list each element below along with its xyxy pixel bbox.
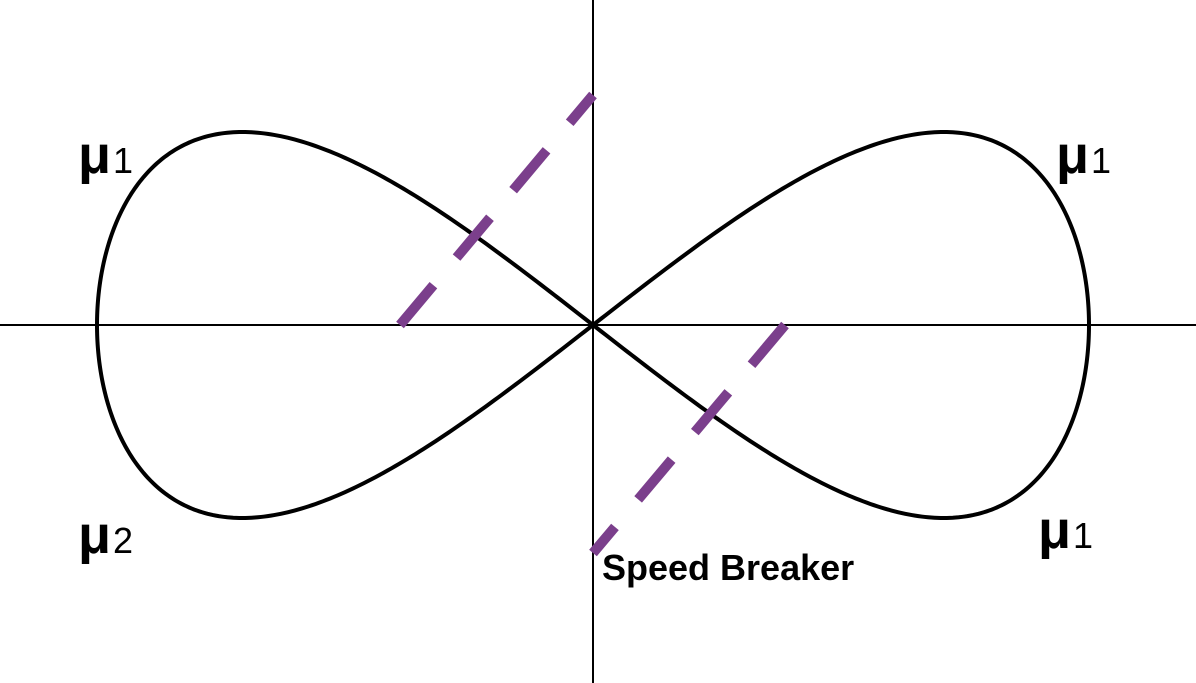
speed-breaker-line-right: [589, 321, 789, 557]
mu-label-bottom-right: μ1: [1038, 500, 1093, 560]
speed-breaker-caption: Speed Breaker: [602, 547, 854, 588]
mu-label-bottom-left: μ2: [78, 505, 133, 565]
speed-breaker-line-left: [396, 91, 597, 329]
mu-label-top-right: μ1: [1056, 125, 1111, 185]
figure-eight-curve: [94, 129, 1092, 521]
mu-label-top-left: μ1: [78, 125, 133, 185]
